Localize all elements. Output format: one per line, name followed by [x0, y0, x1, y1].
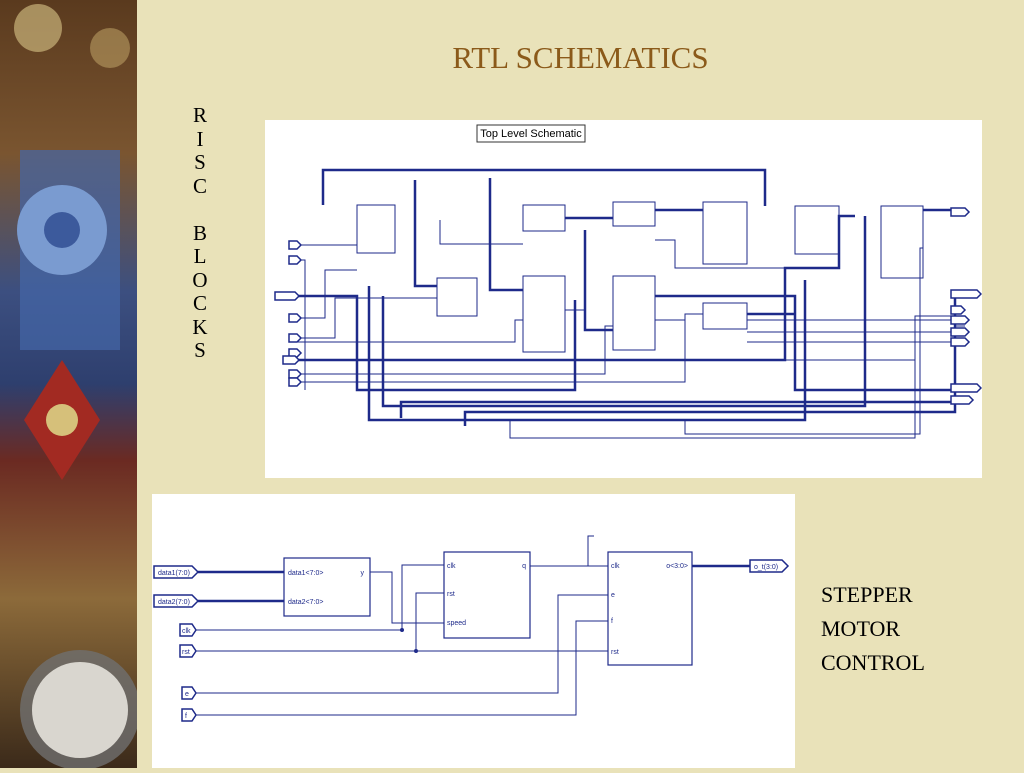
input-label: data2(7:0) — [158, 599, 190, 606]
bottom-bus-wires — [198, 564, 750, 603]
top-schematic-drawing: Top Level Schematic — [274, 124, 983, 439]
side-letter: K — [192, 314, 208, 339]
side-letter: L — [193, 244, 207, 268]
block1-port-in: data2<7:0> — [288, 599, 323, 606]
caption-line: STEPPER — [821, 582, 913, 607]
slide-title: RTL SCHEMATICS — [452, 40, 709, 75]
port-data1 — [153, 565, 200, 579]
side-letter: S — [194, 338, 206, 362]
side-letter: C — [192, 173, 207, 198]
side-letter: B — [192, 220, 207, 245]
stepper-motor-control-caption: STEPPER MOTOR CONTROL — [821, 578, 1011, 680]
top-blocks — [356, 201, 924, 353]
input-label: clk — [182, 628, 191, 635]
block2-port-out: q — [522, 563, 526, 570]
caption-line: CONTROL — [821, 650, 925, 675]
caption-line: MOTOR — [821, 616, 901, 641]
input-label: data1(7:0) — [158, 570, 190, 577]
block2-port-in: speed — [447, 620, 466, 627]
port-clk — [179, 623, 197, 637]
side-letter: R — [192, 103, 207, 127]
block3-port-out: o<3:0> — [666, 563, 688, 570]
port-f — [181, 708, 197, 722]
risc-blocks-label: R I S C B L O C K S — [186, 103, 214, 363]
block3-port-in: f — [611, 618, 613, 625]
block3-port-in: rst — [611, 649, 619, 656]
port-rst — [179, 644, 197, 658]
port-e — [181, 686, 197, 700]
input-label: rst — [182, 649, 190, 656]
block2-port-in: clk — [447, 563, 456, 570]
block1-port-out: y — [361, 570, 365, 577]
stepper-motor-schematic: data1<7:0> data2<7:0> y clk rst speed q … — [152, 494, 795, 768]
schematic-title: Top Level Schematic — [480, 128, 582, 140]
bottom-schematic-drawing: data1<7:0> data2<7:0> y clk rst speed q … — [153, 535, 790, 722]
block2-port-in: rst — [447, 591, 455, 598]
output-label: o_t(3:0) — [754, 564, 778, 571]
side-letter — [186, 198, 214, 222]
side-letter: C — [192, 291, 207, 315]
side-letter: S — [194, 150, 206, 174]
block3-port-in: e — [611, 592, 615, 599]
block3-port-in: clk — [611, 563, 620, 570]
port-output — [749, 559, 790, 573]
side-letter: O — [192, 267, 208, 292]
block-speed-counter — [443, 551, 531, 639]
side-letter: I — [196, 126, 204, 151]
bottom-signal-wires — [196, 535, 608, 716]
top-signal-wires — [295, 220, 965, 439]
input-label: f — [185, 713, 187, 720]
block-comparator — [283, 557, 371, 617]
block1-port-in: data1<7:0> — [288, 570, 323, 577]
input-label: e — [185, 691, 189, 698]
top-io-ports — [274, 207, 983, 405]
bottom-io-ports — [153, 559, 790, 722]
bottom-junctions — [400, 628, 418, 653]
schematic-title-box — [476, 124, 586, 143]
port-data2 — [153, 594, 200, 608]
block-stepper-driver — [607, 551, 693, 666]
medal-photo-decoration — [14, 4, 137, 768]
risc-top-level-schematic: Top Level Schematic — [265, 120, 983, 478]
decorative-photo-strip — [0, 0, 137, 768]
